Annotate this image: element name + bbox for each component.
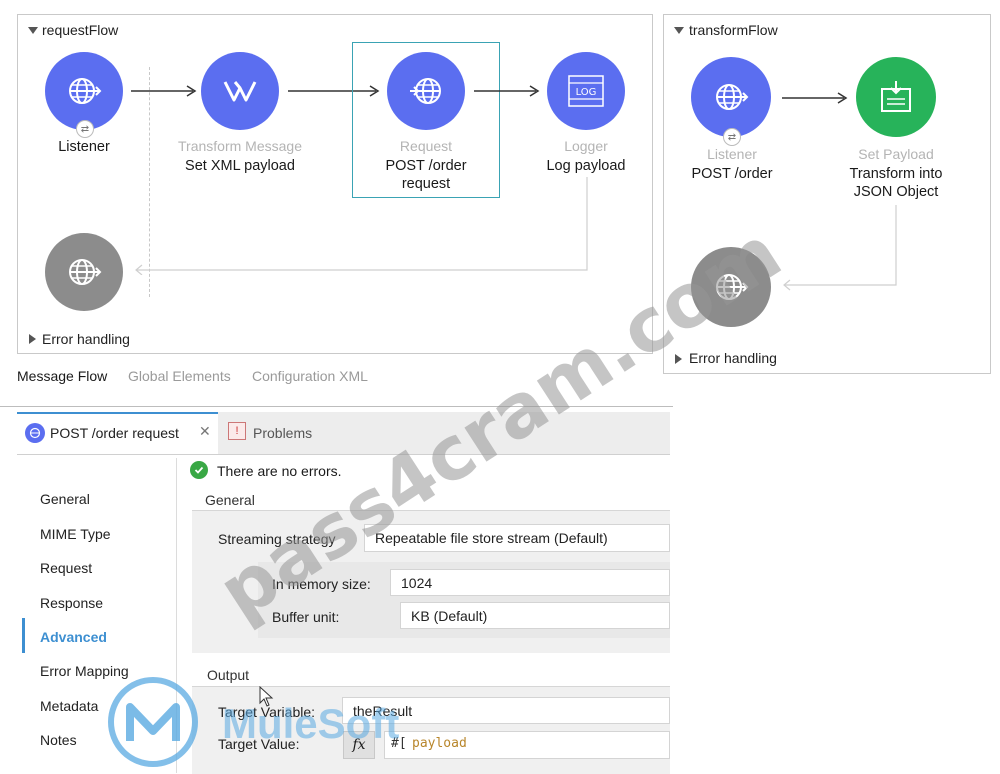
editor-tab-label: POST /order request: [50, 425, 179, 441]
logger-label: Log payload: [546, 158, 626, 174]
expression-prefix: #[: [391, 736, 407, 751]
sync-badge-icon: ⇄: [76, 120, 94, 138]
svg-text:LOG: LOG: [576, 87, 597, 98]
target-value-input[interactable]: [384, 731, 670, 759]
logger-type-label: Logger: [564, 138, 608, 154]
tab-configuration-xml[interactable]: Configuration XML: [252, 368, 368, 384]
in-memory-size-label: In memory size:: [272, 576, 371, 592]
sidebar-item-error-mapping[interactable]: Error Mapping: [40, 663, 129, 679]
target-variable-input[interactable]: theResult: [342, 697, 670, 724]
sidebar-item-response[interactable]: Response: [40, 595, 104, 611]
expand-triangle-icon[interactable]: [675, 354, 682, 364]
logger-component[interactable]: LOG: [547, 52, 625, 130]
error-handler-component[interactable]: [45, 233, 123, 311]
globe-arrow-icon: [69, 78, 102, 104]
sidebar-item-general[interactable]: General: [40, 491, 90, 507]
section-divider: [0, 406, 673, 407]
mulesoft-logo-icon: [108, 677, 198, 767]
return-connector: [783, 205, 897, 291]
tab-message-flow[interactable]: Message Flow: [17, 368, 108, 384]
set-payload-icon: [881, 81, 911, 112]
sidebar-item-request[interactable]: Request: [40, 560, 93, 576]
sync-badge-icon: ⇄: [723, 128, 741, 146]
sidebar-item-mime-type[interactable]: MIME Type: [40, 526, 111, 542]
return-connector: [135, 177, 588, 275]
source-divider: [149, 67, 150, 297]
globe-arrow-icon: [410, 78, 441, 104]
transform-type-label: Transform Message: [178, 138, 302, 154]
listener-type-label: Listener: [707, 146, 757, 162]
globe-arrow-icon: [716, 84, 749, 110]
tab-problems[interactable]: Problems: [253, 425, 313, 441]
request-flow-title: requestFlow: [42, 22, 119, 38]
transform-flow-title: transformFlow: [689, 22, 778, 38]
flow-arrow: [474, 85, 540, 97]
fx-button[interactable]: fx: [343, 731, 375, 759]
log-icon: LOG: [568, 75, 604, 107]
collapse-triangle-icon[interactable]: [28, 27, 38, 34]
streaming-strategy-label: Streaming strategy: [218, 531, 336, 547]
error-handling-label[interactable]: Error handling: [689, 350, 777, 366]
general-heading: General: [205, 492, 255, 508]
output-heading: Output: [207, 667, 250, 683]
sidebar-active-indicator: [22, 618, 25, 653]
target-value-expression: payload: [412, 736, 467, 751]
editor-tab-active[interactable]: [17, 412, 218, 454]
sidebar-item-notes[interactable]: Notes: [40, 732, 77, 748]
globe-arrow-icon: [716, 274, 749, 300]
check-icon: [190, 461, 208, 479]
sidebar-item-advanced[interactable]: Advanced: [40, 629, 107, 645]
set-payload-label-line2: JSON Object: [853, 184, 939, 200]
flow-arrow: [782, 92, 848, 104]
request-label-line1: POST /order: [385, 158, 467, 174]
target-variable-label: Target Variable:: [218, 704, 316, 720]
error-handler-component[interactable]: [691, 247, 771, 327]
globe-arrow-icon: [69, 259, 102, 285]
flow-arrow: [288, 85, 380, 97]
set-payload-label-line1: Transform into: [849, 166, 943, 182]
error-handling-label[interactable]: Error handling: [42, 331, 130, 347]
close-icon[interactable]: ✕: [199, 423, 211, 439]
expand-triangle-icon[interactable]: [29, 334, 36, 344]
set-payload-component[interactable]: [856, 57, 936, 137]
sidebar-item-metadata[interactable]: Metadata: [40, 698, 99, 714]
request-type-label: Request: [399, 138, 453, 154]
buffer-unit-label: Buffer unit:: [272, 609, 340, 625]
target-value-label: Target Value:: [218, 736, 300, 752]
request-flow-panel: requestFlow ⇄ Listener Transform Message…: [17, 14, 653, 354]
transform-message-component[interactable]: [201, 52, 279, 130]
request-component[interactable]: [387, 52, 465, 130]
request-selection-box[interactable]: [352, 42, 500, 198]
transform-icon: [223, 81, 257, 102]
status-message: There are no errors.: [217, 463, 342, 479]
tab-global-elements[interactable]: Global Elements: [128, 368, 231, 384]
buffer-unit-select[interactable]: KB (Default): [400, 602, 670, 629]
transform-flow-panel: transformFlow ⇄ Listener POST /order Set…: [663, 14, 991, 374]
streaming-strategy-select[interactable]: Repeatable file store stream (Default): [364, 524, 670, 552]
sidebar-divider: [176, 458, 177, 773]
mouse-cursor-icon: [259, 686, 274, 707]
in-memory-size-input[interactable]: 1024: [390, 569, 670, 596]
listener-label: POST /order: [691, 166, 773, 182]
globe-arrow-icon: [25, 423, 45, 443]
transform-label: Set XML payload: [185, 158, 295, 174]
listener-label: Listener: [58, 139, 110, 155]
listener-component[interactable]: [45, 52, 123, 130]
set-payload-type-label: Set Payload: [858, 146, 934, 162]
listener-component[interactable]: [691, 57, 771, 137]
collapse-triangle-icon[interactable]: [674, 27, 684, 34]
request-label-line2: request: [401, 176, 451, 192]
problems-icon: !: [228, 422, 246, 440]
flow-arrow: [131, 85, 197, 97]
